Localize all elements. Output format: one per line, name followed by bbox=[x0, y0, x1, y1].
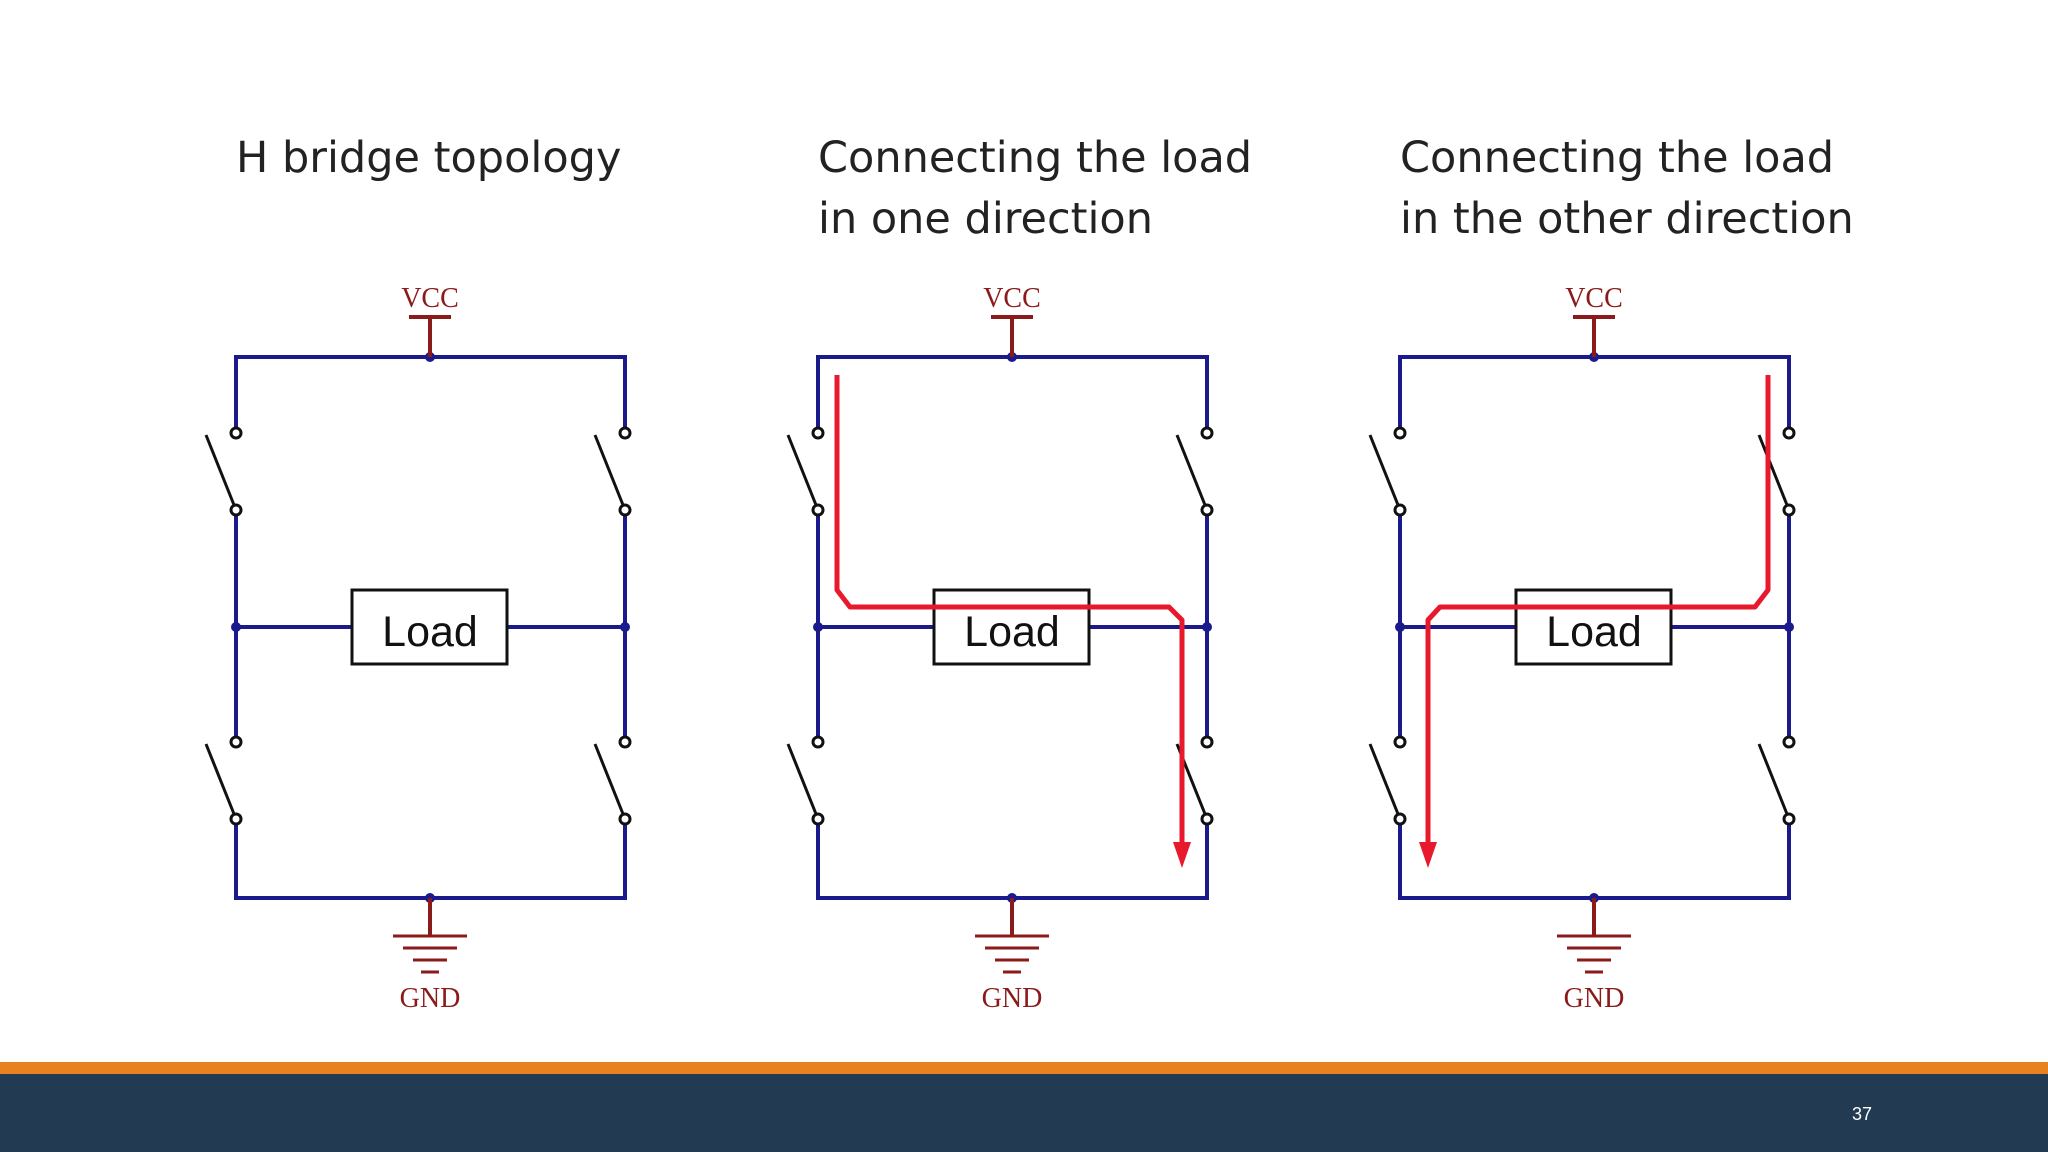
vcc-label: VCC bbox=[401, 283, 459, 314]
load-label: Load bbox=[964, 608, 1060, 656]
panel-3-title-line-2: in the other direction bbox=[1400, 194, 1854, 244]
current-path-arrow bbox=[834, 375, 1185, 842]
switch-high-right-blade bbox=[593, 434, 625, 506]
junction-dot bbox=[1395, 622, 1405, 632]
switch-high-left-blade bbox=[786, 434, 818, 506]
switch-low-left-blade bbox=[204, 743, 236, 815]
top-rail-wire bbox=[816, 355, 1209, 433]
switch-low-right-blade bbox=[1757, 743, 1789, 815]
current-path-arrow-head bbox=[1419, 842, 1437, 868]
panel-1-title-line-1: H bridge topology bbox=[236, 133, 622, 183]
current-path-arrow bbox=[1425, 375, 1771, 842]
vcc-label: VCC bbox=[983, 283, 1041, 314]
top-rail-wire bbox=[234, 355, 627, 433]
switch-low-left-blade bbox=[786, 743, 818, 815]
load-box bbox=[350, 588, 509, 666]
switch-low-left-blade bbox=[1368, 743, 1400, 815]
switch-high-left-terminal bbox=[811, 503, 825, 517]
switch-high-right-terminal bbox=[618, 426, 632, 440]
switch-low-left-terminal bbox=[811, 735, 825, 749]
switch-low-left-terminal bbox=[229, 735, 243, 749]
bottom-rail-wire bbox=[816, 819, 1209, 900]
gnd-label: GND bbox=[982, 983, 1043, 1014]
gnd-label: GND bbox=[400, 983, 461, 1014]
panel-1-title: H bridge topology bbox=[236, 128, 621, 189]
h-bridge-panel-3: Load VCC GND bbox=[1368, 283, 1796, 1014]
switch-low-left-terminal bbox=[1393, 812, 1407, 826]
junction-dot bbox=[1202, 622, 1212, 632]
switch-high-left-terminal bbox=[229, 503, 243, 517]
panel-2-title-line-1: Connecting the load bbox=[818, 133, 1253, 183]
bottom-rail-wire bbox=[234, 819, 627, 900]
gnd-label: GND bbox=[1564, 983, 1625, 1014]
switch-high-right-terminal bbox=[1782, 503, 1796, 517]
switch-low-left-terminal bbox=[229, 812, 243, 826]
switch-low-right-terminal bbox=[1782, 735, 1796, 749]
switch-high-left-terminal bbox=[811, 426, 825, 440]
bottom-rail-wire bbox=[1398, 819, 1791, 900]
switch-high-right-blade bbox=[1757, 434, 1789, 506]
switch-low-right-terminal bbox=[1200, 812, 1214, 826]
switch-high-right-terminal bbox=[1782, 426, 1796, 440]
panel-3-title-line-1: Connecting the load bbox=[1400, 133, 1835, 183]
page-number: 37 bbox=[1851, 1104, 1872, 1124]
load-label: Load bbox=[1546, 608, 1642, 656]
junction-dot bbox=[1784, 622, 1794, 632]
switch-high-left-terminal bbox=[229, 426, 243, 440]
junction-dot bbox=[813, 622, 823, 632]
panel-3-title: Connecting the load in the other directi… bbox=[1400, 128, 1854, 250]
load-box bbox=[1514, 588, 1673, 666]
switch-low-right-terminal bbox=[1200, 735, 1214, 749]
load-box bbox=[932, 588, 1091, 666]
panel-2-title-line-2: in one direction bbox=[818, 194, 1153, 244]
current-path-arrow-head bbox=[1173, 842, 1191, 868]
switch-low-left-terminal bbox=[811, 812, 825, 826]
junction-dot bbox=[620, 622, 630, 632]
load-label: Load bbox=[382, 608, 478, 656]
switch-high-left-terminal bbox=[1393, 426, 1407, 440]
switch-high-right-blade bbox=[1175, 434, 1207, 506]
switch-high-left-blade bbox=[204, 434, 236, 506]
switch-high-right-terminal bbox=[618, 503, 632, 517]
accent-bar bbox=[0, 1062, 2048, 1074]
h-bridge-panel-1: Load VCC GND bbox=[204, 283, 632, 1014]
switch-high-left-terminal bbox=[1393, 503, 1407, 517]
switch-low-left-terminal bbox=[1393, 735, 1407, 749]
top-rail-wire bbox=[1398, 355, 1791, 433]
h-bridge-panel-2: Load VCC GND bbox=[786, 283, 1214, 1014]
panel-2-title: Connecting the load in one direction bbox=[818, 128, 1252, 250]
switch-low-right-terminal bbox=[618, 735, 632, 749]
vcc-label: VCC bbox=[1565, 283, 1623, 314]
switch-high-right-terminal bbox=[1200, 503, 1214, 517]
switch-low-right-terminal bbox=[618, 812, 632, 826]
switch-high-right-terminal bbox=[1200, 426, 1214, 440]
junction-dot bbox=[231, 622, 241, 632]
switch-low-right-blade bbox=[593, 743, 625, 815]
switch-low-right-terminal bbox=[1782, 812, 1796, 826]
footer-bar bbox=[0, 1074, 2048, 1152]
switch-high-left-blade bbox=[1368, 434, 1400, 506]
